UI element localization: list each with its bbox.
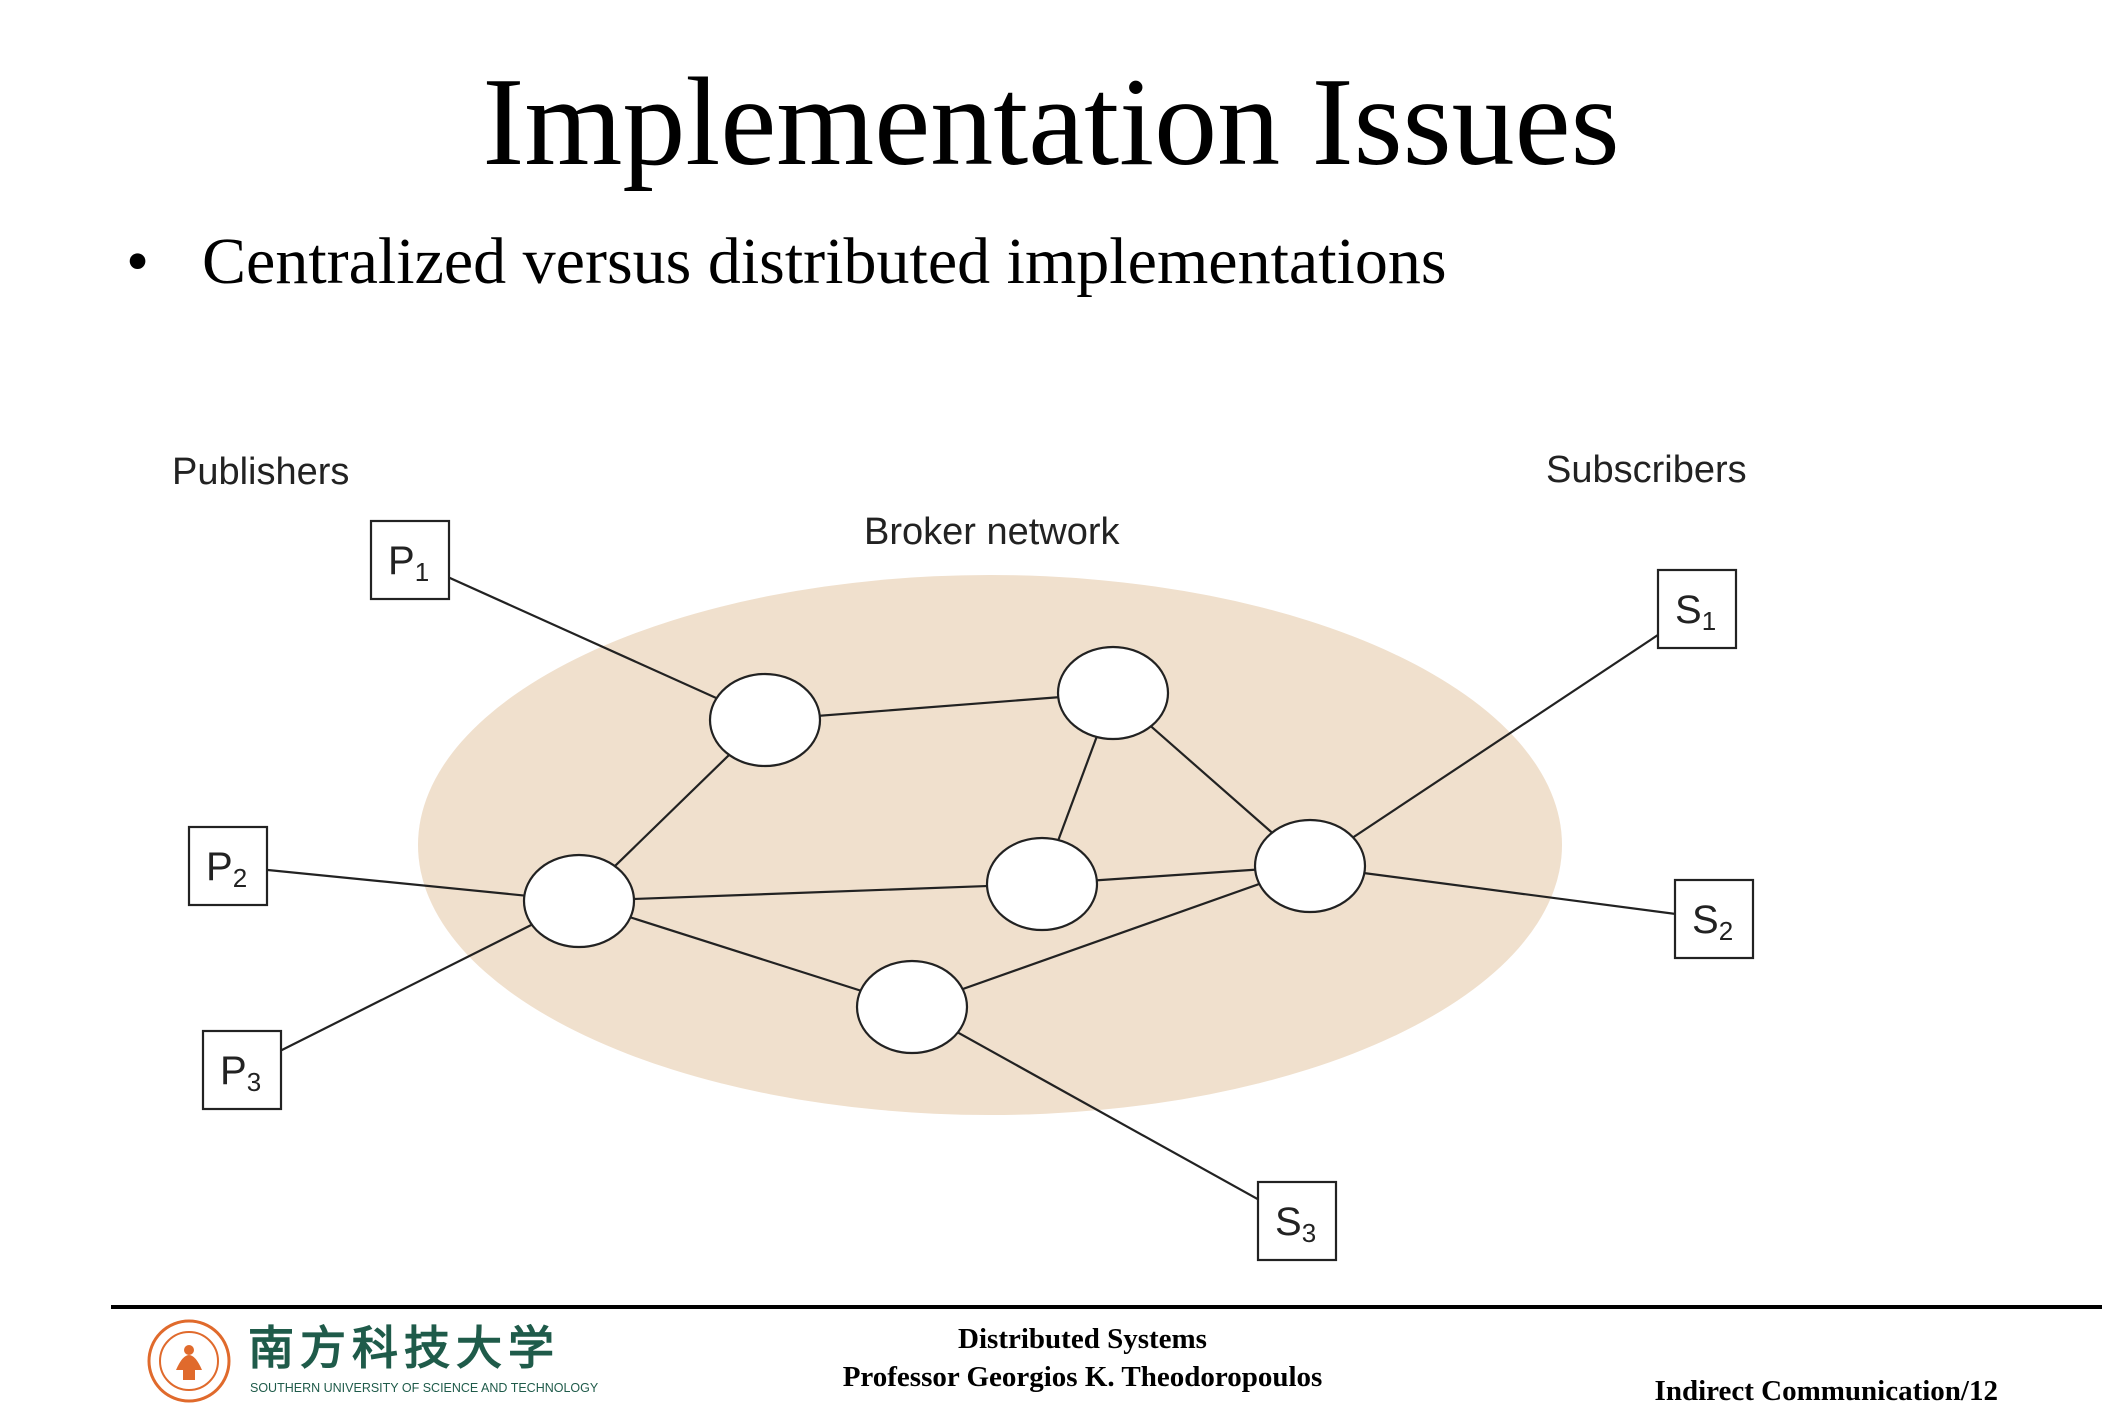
broker-network-region xyxy=(418,575,1562,1115)
publisher-box-p3: P3 xyxy=(201,1029,283,1111)
broker-node-b2 xyxy=(1056,645,1170,741)
bullet-text: Centralized versus distributed implement… xyxy=(202,225,1447,298)
publisher-box-frame xyxy=(187,825,269,907)
broker-node-b6 xyxy=(855,959,969,1055)
edge-b5-s1 xyxy=(1309,608,1698,867)
logo-chinese-name: 南方科技大学 xyxy=(248,1321,560,1375)
edge-b5-s2 xyxy=(1309,864,1715,921)
publisher-box-p1: P1 xyxy=(369,519,451,601)
edge-p3-b3 xyxy=(241,900,580,1071)
publisher-box-frame xyxy=(201,1029,283,1111)
university-logo: 南方科技大学 SOUTHERN UNIVERSITY OF SCIENCE AN… xyxy=(146,1318,598,1408)
bullet-dot: • xyxy=(126,225,150,298)
publisher-label-p2: P2 xyxy=(206,845,247,893)
subscriber-label-s1: S1 xyxy=(1675,588,1716,636)
subscriber-box-frame xyxy=(1256,1180,1338,1262)
footer-divider xyxy=(111,1305,2102,1309)
subscriber-box-s3: S3 xyxy=(1256,1180,1338,1262)
footer-professor: Professor Georgios K. Theodoropoulos xyxy=(842,1361,1323,1393)
broker-node-b3 xyxy=(522,853,636,949)
university-seal-icon xyxy=(147,1319,231,1403)
broker-network-label: Broker network xyxy=(864,511,1121,553)
bullet-item: • Centralized versus distributed implemen… xyxy=(126,222,1447,302)
subscriber-box-s2: S2 xyxy=(1673,878,1755,960)
edge-b6-s3 xyxy=(911,1006,1298,1222)
edge-p1-b1 xyxy=(409,558,766,722)
edge-b1-b2 xyxy=(764,691,1114,722)
footer-course: Distributed Systems xyxy=(958,1323,1207,1355)
publisher-box-p2: P2 xyxy=(187,825,269,907)
edge-b6-b5 xyxy=(911,864,1311,1009)
edge-b3-b6 xyxy=(578,899,913,1009)
subscriber-box-s1: S1 xyxy=(1656,568,1738,650)
publisher-label-p1: P1 xyxy=(388,539,429,587)
publisher-label-p3: P3 xyxy=(220,1049,261,1097)
subscriber-label-s3: S3 xyxy=(1275,1200,1316,1248)
broker-node-b5 xyxy=(1253,818,1367,914)
subscriber-box-frame xyxy=(1656,568,1738,650)
subscriber-label-s2: S2 xyxy=(1692,898,1733,946)
broker-node-b1 xyxy=(708,672,822,768)
subscribers-label: Subscribers xyxy=(1546,449,1747,491)
footer-page: Indirect Communication/12 xyxy=(1654,1375,1998,1407)
logo-english-name: SOUTHERN UNIVERSITY OF SCIENCE AND TECHN… xyxy=(250,1381,599,1395)
edge-p2-b3 xyxy=(227,864,580,903)
publishers-label: Publishers xyxy=(172,451,349,493)
broker-node-b4 xyxy=(985,836,1099,932)
slide-title: Implementation Issues xyxy=(482,53,1620,192)
footer-course-info: Distributed Systems Professor Georgios K… xyxy=(720,1320,1445,1396)
subscriber-box-frame xyxy=(1673,878,1755,960)
publisher-box-frame xyxy=(369,519,451,601)
edge-b3-b4 xyxy=(578,882,1043,903)
